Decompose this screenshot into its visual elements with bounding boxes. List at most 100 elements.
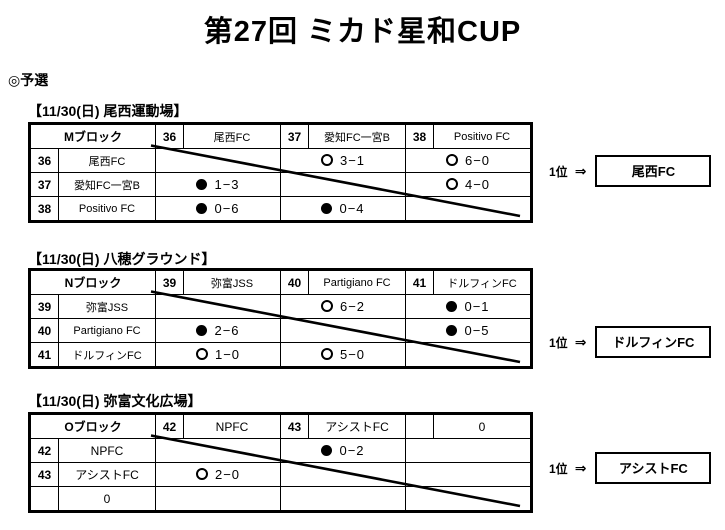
win-circle-icon <box>445 178 458 190</box>
match-result-cell: 2−0 <box>155 462 281 487</box>
match-result-cell <box>405 438 533 463</box>
loss-dot-icon <box>321 203 333 214</box>
table-row: 0 <box>28 486 533 513</box>
win-circle-icon <box>320 348 333 360</box>
column-team-header: 愛知FC一宮B <box>308 122 406 149</box>
loss-dot-icon <box>446 301 458 312</box>
column-number-header <box>405 412 434 439</box>
score-text: 6−0 <box>464 153 491 168</box>
match-result-cell: 0−1 <box>405 294 533 319</box>
match-result-cell: 1−3 <box>155 172 281 197</box>
venue-label: 【11/30(日) 弥富文化広場】 <box>28 393 202 409</box>
self-match-cell <box>405 196 533 223</box>
self-match-cell <box>405 342 533 369</box>
rank-label: 1位 <box>549 335 568 350</box>
block-winner-row: 1位 ⇒ 尾西FC <box>549 155 712 187</box>
self-match-cell <box>155 148 281 173</box>
block-winner-row: 1位 ⇒ ドルフィンFC <box>549 326 712 358</box>
score-text: 0−5 <box>464 323 490 338</box>
self-match-cell <box>155 438 281 463</box>
column-team-header: Positivo FC <box>433 122 533 149</box>
match-result-cell: 6−0 <box>405 148 533 173</box>
column-team-header: 尾西FC <box>183 122 281 149</box>
self-match-cell <box>280 462 406 487</box>
column-number-header: 40 <box>280 268 309 295</box>
row-number: 40 <box>28 318 59 343</box>
score-text: 2−0 <box>214 467 241 482</box>
page-title: 第27回 ミカド星和CUP <box>203 16 522 48</box>
win-circle-icon <box>195 468 208 480</box>
block-name-header: Oブロック <box>28 412 156 439</box>
winner-box: 尾西FC <box>595 155 712 187</box>
score-text: 1−3 <box>214 177 240 192</box>
block-name-header: Nブロック <box>28 268 156 295</box>
column-number-header: 41 <box>405 268 434 295</box>
block-name-header: Mブロック <box>28 122 156 149</box>
column-team-header: アシストFC <box>308 412 406 439</box>
arrow-right-icon: ⇒ <box>574 333 587 350</box>
win-circle-icon <box>445 154 458 166</box>
self-match-cell <box>280 172 406 197</box>
column-team-header: NPFC <box>183 412 281 439</box>
column-number-header: 39 <box>155 268 184 295</box>
column-number-header: 43 <box>280 412 309 439</box>
column-team-header: ドルフィンFC <box>433 268 533 295</box>
column-team-header: 弥富JSS <box>183 268 281 295</box>
row-number: 37 <box>28 172 59 197</box>
row-team-name: ドルフィンFC <box>58 342 156 369</box>
row-team-name: Partigiano FC <box>58 318 156 343</box>
row-team-name: 0 <box>58 486 156 513</box>
score-text: 1−0 <box>214 347 241 362</box>
row-number: 42 <box>28 438 59 463</box>
loss-dot-icon <box>196 325 208 336</box>
arrow-right-icon: ⇒ <box>574 162 587 179</box>
rank-label: 1位 <box>549 164 568 179</box>
venue-label: 【11/30(日) 八穂グラウンド】 <box>28 251 216 267</box>
winner-box: アシストFC <box>595 452 712 484</box>
win-circle-icon <box>320 154 333 166</box>
column-number-header: 42 <box>155 412 184 439</box>
column-team-header: Partigiano FC <box>308 268 406 295</box>
row-team-name: NPFC <box>58 438 156 463</box>
venue-label: 【11/30(日) 尾西運動場】 <box>28 103 188 119</box>
score-text: 0−2 <box>339 443 365 458</box>
row-number: 41 <box>28 342 59 369</box>
row-team-name: 弥富JSS <box>58 294 156 319</box>
match-result-cell: 6−2 <box>280 294 406 319</box>
self-match-cell <box>405 486 533 513</box>
match-result-cell: 1−0 <box>155 342 281 369</box>
match-result-cell: 0−6 <box>155 196 281 223</box>
column-number-header: 38 <box>405 122 434 149</box>
loss-dot-icon <box>196 179 208 190</box>
match-result-cell: 4−0 <box>405 172 533 197</box>
column-team-header: 0 <box>433 412 533 439</box>
self-match-cell <box>155 294 281 319</box>
winner-box: ドルフィンFC <box>595 326 712 358</box>
score-text: 3−1 <box>339 153 366 168</box>
row-team-name: 尾西FC <box>58 148 156 173</box>
row-number: 43 <box>28 462 59 487</box>
score-text: 4−0 <box>464 177 491 192</box>
self-match-cell <box>280 318 406 343</box>
loss-dot-icon <box>446 325 458 336</box>
column-number-header: 37 <box>280 122 309 149</box>
score-text: 2−6 <box>214 323 240 338</box>
score-text: 0−4 <box>339 201 365 216</box>
match-result-cell <box>405 462 533 487</box>
row-number: 38 <box>28 196 59 223</box>
loss-dot-icon <box>196 203 208 214</box>
rank-label: 1位 <box>549 461 568 476</box>
match-result-cell <box>280 486 406 513</box>
arrow-right-icon: ⇒ <box>574 459 587 476</box>
